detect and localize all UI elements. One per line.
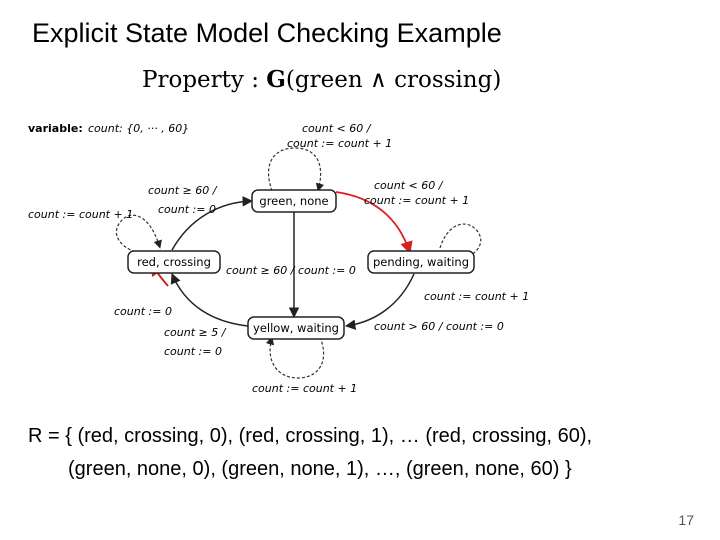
label-green-red-guard: count ≥ 60 / count := 0 [226, 264, 356, 277]
reachable-set: R = { (red, crossing, 0), (red, crossing… [28, 420, 708, 486]
edge-green-to-pending [335, 191, 413, 255]
label-red-green-action: count := 0 [158, 203, 216, 216]
yellow-self-loop [265, 336, 325, 379]
svg-text:pending, waiting: pending, waiting [373, 255, 469, 269]
state-green-none: green, none [251, 189, 337, 213]
variable-label: variable: [28, 122, 83, 135]
state-yellow-waiting: yellow, waiting [247, 316, 345, 340]
green-self-loop [267, 147, 325, 192]
reachable-line-1: R = { (red, crossing, 0), (red, crossing… [28, 425, 593, 447]
state-diagram: variable: count: {0, ··· , 60} green, no… [28, 122, 529, 395]
red-self-loop [116, 214, 162, 254]
label-green-loop-action: count := count + 1 [287, 137, 392, 150]
globally-operator: G [266, 66, 286, 93]
state-pending-waiting: pending, waiting [367, 250, 475, 274]
pending-self-loop [439, 223, 482, 264]
label-yellow-loop-action: count := count + 1 [252, 382, 357, 395]
label-pending-loop-action: count := count + 1 [424, 290, 529, 303]
svg-text:green, none: green, none [259, 194, 328, 208]
state-red-crossing: red, crossing [127, 250, 221, 274]
label-red-loop-action: count := count + 1 [28, 208, 133, 221]
label-initial-action: count := 0 [114, 305, 172, 318]
label-yellow-red-guard: count ≥ 5 / [164, 326, 227, 339]
edge-yellow-to-red [170, 273, 249, 327]
page-number: 17 [678, 512, 694, 528]
edge-red-to-green [171, 196, 254, 251]
reachable-line-2: (green, none, 0), (green, none, 1), …, (… [68, 458, 572, 480]
property-prefix: Property : [142, 67, 267, 93]
svg-text:yellow, waiting: yellow, waiting [253, 321, 339, 335]
property-formula: Property : G(green ∧ crossing) [142, 66, 501, 93]
label-green-pending-guard: count < 60 / [374, 179, 444, 192]
label-pending-yellow-guard: count > 60 / count := 0 [374, 320, 504, 333]
label-red-green-guard: count ≥ 60 / [148, 184, 218, 197]
label-green-pending-action: count := count + 1 [364, 194, 469, 207]
variable-decl: count: {0, ··· , 60} [88, 122, 189, 135]
svg-text:red, crossing: red, crossing [137, 255, 211, 269]
property-body: (green ∧ crossing) [285, 67, 502, 93]
label-yellow-red-action: count := 0 [164, 345, 222, 358]
slide-title: Explicit State Model Checking Example [32, 18, 502, 48]
label-green-loop-guard: count < 60 / [302, 122, 372, 135]
edge-pending-to-yellow [344, 273, 415, 330]
